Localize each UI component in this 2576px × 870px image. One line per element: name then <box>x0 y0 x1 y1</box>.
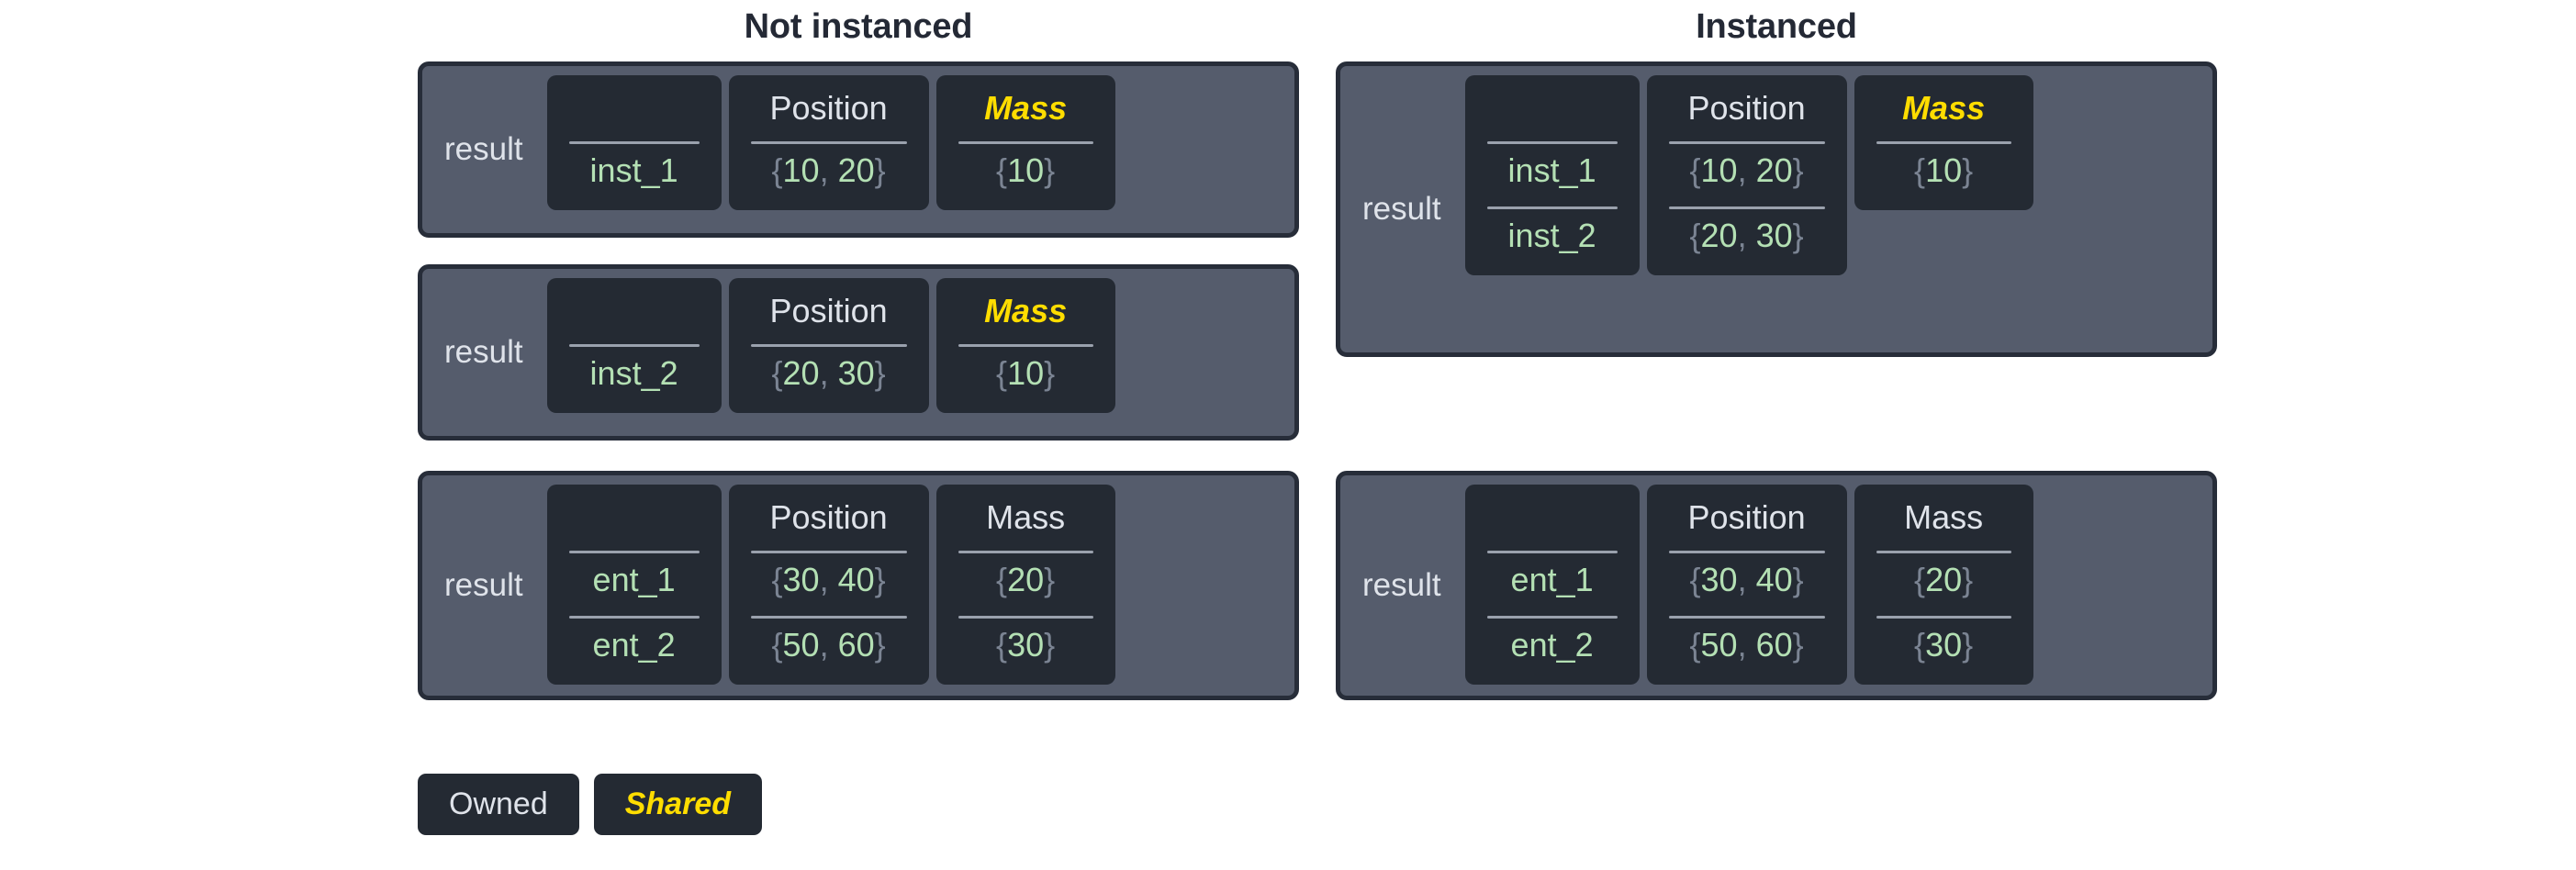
row-separator <box>1668 206 1825 209</box>
table-not-instanced-0: result inst_1 Position {10, 20} Mass {10} <box>418 61 1299 238</box>
table-cell-position: {10, 20} <box>1689 151 1804 189</box>
component-column-mass: Mass {20} {30} <box>1854 485 2033 685</box>
row-separator <box>1486 206 1618 209</box>
table-cell-mass: {10} <box>1914 151 1974 189</box>
table-cell-name: ent_1 <box>1510 561 1594 598</box>
row-separator <box>1486 616 1618 619</box>
column-header-mass: Mass <box>984 292 1068 329</box>
column-header-mass: Mass <box>984 89 1068 127</box>
table-cell-mass: {10} <box>996 354 1056 392</box>
component-column-position: Position {30, 40} {50, 60} <box>1646 485 1847 685</box>
table-cell-name: ent_2 <box>1510 626 1594 664</box>
header-separator <box>958 551 1093 553</box>
table-cell-position: {20, 30} <box>1689 217 1804 254</box>
component-column-name: ent_1 ent_2 <box>546 485 722 685</box>
table-cell-position: {30, 40} <box>771 561 886 598</box>
header-separator <box>1486 551 1618 553</box>
component-column-mass: Mass {10} <box>935 278 1115 413</box>
row-separator <box>1876 616 2011 619</box>
component-columns: ent_1 ent_2 Position {30, 40} {50, 60} Mass {2… <box>1464 485 2201 686</box>
table-cell-name: inst_2 <box>1507 217 1596 254</box>
column-header-position: Position <box>769 498 888 536</box>
column-header-mass: Mass <box>1904 498 1984 536</box>
table-cell-position: {30, 40} <box>1689 561 1804 598</box>
table-cell-position: {50, 60} <box>771 626 886 664</box>
entity-label: result <box>444 567 523 603</box>
table-not-instanced-1: result inst_2 Position {20, 30} Mass {10} <box>418 264 1299 441</box>
header-separator <box>1486 141 1618 144</box>
component-column-mass: Mass {10} <box>1854 75 2033 210</box>
table-cell-name: ent_2 <box>592 626 676 664</box>
component-columns: inst_2 Position {20, 30} Mass {10} <box>546 278 1283 427</box>
column-title-not-instanced: Not instanced <box>744 7 973 46</box>
column-header-name <box>1482 84 1623 132</box>
entity-label: result <box>444 334 523 370</box>
header-separator <box>1668 141 1825 144</box>
component-column-mass: Mass {10} <box>935 75 1115 210</box>
entity-label: result <box>1362 567 1441 603</box>
table-cell-position: {50, 60} <box>1689 626 1804 664</box>
row-separator <box>958 616 1093 619</box>
component-column-name: inst_1 <box>546 75 722 210</box>
header-separator <box>958 344 1093 347</box>
table-cell-name: inst_1 <box>589 151 678 189</box>
column-title-instanced: Instanced <box>1696 7 1857 46</box>
row-separator <box>750 616 907 619</box>
column-header-name <box>564 287 705 335</box>
header-separator <box>750 141 907 144</box>
table-cell-name: ent_1 <box>592 561 676 598</box>
table-cell-position: {10, 20} <box>771 151 886 189</box>
column-header-name <box>564 84 705 132</box>
legend-chip-owned: Owned <box>418 774 579 835</box>
header-separator <box>1668 551 1825 553</box>
component-columns: inst_1 Position {10, 20} Mass {10} <box>546 75 1283 224</box>
table-cell-position: {20, 30} <box>771 354 886 392</box>
table-instanced-1: result ent_1 ent_2 Position {30, 40} {50, 60… <box>1336 471 2217 700</box>
header-separator <box>1876 551 2011 553</box>
table-cell-mass: {10} <box>996 151 1056 189</box>
component-column-position: Position {10, 20} {20, 30} <box>1646 75 1847 275</box>
component-column-position: Position {30, 40} {50, 60} <box>728 485 929 685</box>
component-column-position: Position {20, 30} <box>728 278 929 413</box>
row-separator <box>568 616 700 619</box>
column-header-mass: Mass <box>986 498 1066 536</box>
table-cell-mass: {30} <box>1914 626 1974 664</box>
header-separator <box>568 141 700 144</box>
column-header-mass: Mass <box>1902 89 1986 127</box>
component-column-name: ent_1 ent_2 <box>1464 485 1640 685</box>
header-separator <box>568 551 700 553</box>
legend: Owned Shared <box>418 774 762 835</box>
column-header-position: Position <box>1687 89 1806 127</box>
table-cell-mass: {20} <box>996 561 1056 598</box>
header-separator <box>750 551 907 553</box>
header-separator <box>568 344 700 347</box>
table-cell-name: inst_2 <box>589 354 678 392</box>
column-header-position: Position <box>769 89 888 127</box>
component-columns: inst_1 inst_2 Position {10, 20} {20, 30} Mass… <box>1464 75 2201 343</box>
entity-label: result <box>1362 191 1441 227</box>
entity-label: result <box>444 131 523 167</box>
column-header-name <box>564 494 705 541</box>
header-separator <box>750 344 907 347</box>
column-header-name <box>1482 494 1623 541</box>
table-cell-name: inst_1 <box>1507 151 1596 189</box>
header-separator <box>1876 141 2011 144</box>
header-separator <box>958 141 1093 144</box>
table-not-instanced-2: result ent_1 ent_2 Position {30, 40} {50, 60… <box>418 471 1299 700</box>
column-header-position: Position <box>1687 498 1806 536</box>
column-header-position: Position <box>769 292 888 329</box>
legend-chip-shared: Shared <box>593 774 762 835</box>
component-column-mass: Mass {20} {30} <box>935 485 1115 685</box>
table-cell-mass: {20} <box>1914 561 1974 598</box>
component-column-name: inst_2 <box>546 278 722 413</box>
row-separator <box>1668 616 1825 619</box>
component-columns: ent_1 ent_2 Position {30, 40} {50, 60} Mass {2… <box>546 485 1283 686</box>
component-column-name: inst_1 inst_2 <box>1464 75 1640 275</box>
component-column-position: Position {10, 20} <box>728 75 929 210</box>
table-cell-mass: {30} <box>996 626 1056 664</box>
table-instanced-0: result inst_1 inst_2 Position {10, 20} {20, … <box>1336 61 2217 357</box>
